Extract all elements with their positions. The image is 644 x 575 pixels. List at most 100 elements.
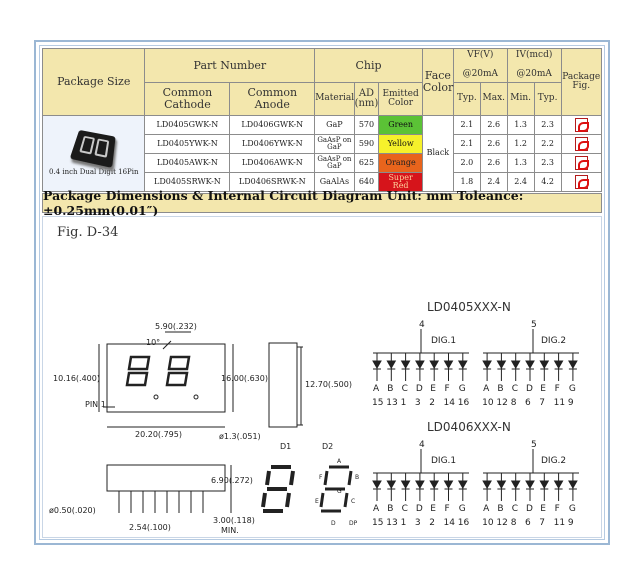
- pdf-icon[interactable]: [574, 175, 589, 189]
- header-package-size: Package Size: [41, 48, 146, 116]
- pin-number-label: 3: [415, 398, 421, 408]
- pin-number-label: 16: [458, 518, 470, 528]
- diode-symbol: [496, 360, 507, 370]
- header-face-color: Face Color: [421, 48, 454, 116]
- circuit2-dig1: DIG.1: [431, 456, 456, 466]
- diode-symbol: [372, 360, 382, 370]
- diode-symbol: [400, 480, 411, 490]
- cell-ad: 640: [353, 172, 380, 192]
- pin-number-label: 12: [496, 518, 507, 528]
- label-d1: D1: [280, 442, 291, 451]
- seg-label-b: B: [355, 474, 359, 481]
- header-iv-typ: Typ.: [533, 82, 562, 116]
- pin-number-label: 9: [568, 398, 574, 408]
- dim-total-width: 20.20(.795): [135, 430, 182, 439]
- cell-face-color: Black: [421, 115, 454, 192]
- section-title: Package Dimensions & Internal Circuit Di…: [42, 188, 602, 218]
- diode-symbol: [400, 360, 411, 370]
- segment-label: B: [497, 504, 503, 514]
- diode-symbol: [415, 480, 425, 490]
- seg-label-e: E: [315, 498, 319, 505]
- cell-color-red: Super Red: [378, 172, 423, 192]
- pdf-icon[interactable]: [574, 156, 589, 170]
- pin-number-label: 11: [554, 518, 565, 528]
- cell-iv-min: 1.3: [506, 153, 535, 173]
- diagram-area: Fig. D-34 5.90(.232) 10° 10.1: [42, 216, 602, 538]
- bottom-outline: [106, 464, 226, 492]
- segment-label: E: [430, 504, 436, 514]
- dim-lead-len: 3.00(.118): [213, 516, 255, 525]
- header-chip: Chip: [314, 48, 423, 83]
- cell-vf-max: 2.4: [479, 172, 508, 192]
- pin-number-label: 13: [386, 518, 397, 528]
- circuit2-com1: 4: [419, 440, 425, 450]
- diode-symbol: [429, 480, 440, 490]
- cell-anode: LD0406YWK-N: [229, 134, 316, 154]
- cell-color-yellow: Yellow: [378, 134, 423, 154]
- segment-label: F: [445, 504, 450, 514]
- cell-material: GaAsP on GaP: [314, 134, 355, 154]
- dim-pitch: 2.54(.100): [129, 523, 171, 532]
- segment-label: E: [430, 384, 436, 394]
- header-iv-min: Min.: [506, 82, 535, 116]
- segment-label: A: [483, 384, 490, 394]
- side-outline: [268, 342, 298, 428]
- seg-label-g: G: [337, 488, 342, 495]
- dim-pin1: PIN 1: [85, 400, 106, 409]
- label-d2: D2: [322, 442, 333, 451]
- cell-pdf[interactable]: [560, 134, 603, 154]
- header-common-cathode: Common Cathode: [144, 82, 231, 116]
- pin-number-label: 2: [429, 398, 435, 408]
- cell-anode: LD0406AWK-N: [229, 153, 316, 173]
- cell-color-green: Green: [378, 115, 423, 135]
- header-iv-label: IV(mcd): [515, 50, 553, 61]
- dim-dp-dia: ø1.3(.051): [219, 432, 261, 441]
- pdf-icon[interactable]: [574, 118, 589, 132]
- seg-label-d: D: [331, 520, 336, 527]
- diode-symbol: [510, 360, 521, 370]
- segment-label: D: [526, 384, 533, 394]
- pin-number-label: 8: [511, 518, 517, 528]
- seg-label-dp: DP: [349, 520, 358, 527]
- cell-pdf[interactable]: [560, 172, 603, 192]
- circuit2-com2: 5: [531, 440, 537, 450]
- diode-symbol: [429, 360, 440, 370]
- cell-pdf[interactable]: [560, 153, 603, 173]
- cell-vf-max: 2.6: [479, 134, 508, 154]
- header-ad: AD (nm): [353, 82, 380, 116]
- header-ad-label: AD: [358, 87, 375, 99]
- circuit1-com1: 4: [419, 320, 425, 330]
- segment-label: B: [387, 384, 393, 394]
- header-vf-label: VF(V): [467, 50, 494, 61]
- pdf-icon[interactable]: [574, 137, 589, 151]
- front-view: [98, 331, 234, 428]
- cell-vf-max: 2.6: [479, 115, 508, 135]
- dim-left-height: 10.16(.400): [53, 374, 100, 383]
- circuit2-dig2: DIG.2: [541, 456, 566, 466]
- cell-pdf[interactable]: [560, 115, 603, 135]
- cell-iv-typ: 2.3: [533, 115, 562, 135]
- cell-iv-typ: 2.2: [533, 134, 562, 154]
- segment-label: E: [540, 504, 546, 514]
- diode-symbol: [443, 360, 454, 370]
- pin-number-label: 1: [401, 518, 407, 528]
- spec-table: Package Size Part Number Chip Face Color…: [41, 48, 603, 192]
- segment-label: E: [540, 384, 546, 394]
- pin-number-label: 14: [444, 398, 456, 408]
- segment-label: G: [459, 504, 466, 514]
- segment-label: A: [483, 504, 490, 514]
- cell-material: GaAsP on GaP: [314, 153, 355, 173]
- diode-symbol: [443, 480, 454, 490]
- header-part-number: Part Number: [144, 48, 316, 83]
- cell-material: GaP: [314, 115, 355, 135]
- datasheet-frame: Package Size Part Number Chip Face Color…: [34, 40, 610, 545]
- cell-ad: 590: [353, 134, 380, 154]
- diode-symbol: [568, 360, 578, 370]
- diode-symbol: [386, 360, 397, 370]
- pin-number-label: 7: [539, 398, 545, 408]
- header-vf: VF(V) @20mA: [452, 48, 508, 83]
- segment-label: F: [555, 384, 560, 394]
- header-vf-cond: @20mA: [462, 69, 499, 80]
- header-ad-unit: (nm): [354, 98, 379, 109]
- diode-symbol: [386, 480, 397, 490]
